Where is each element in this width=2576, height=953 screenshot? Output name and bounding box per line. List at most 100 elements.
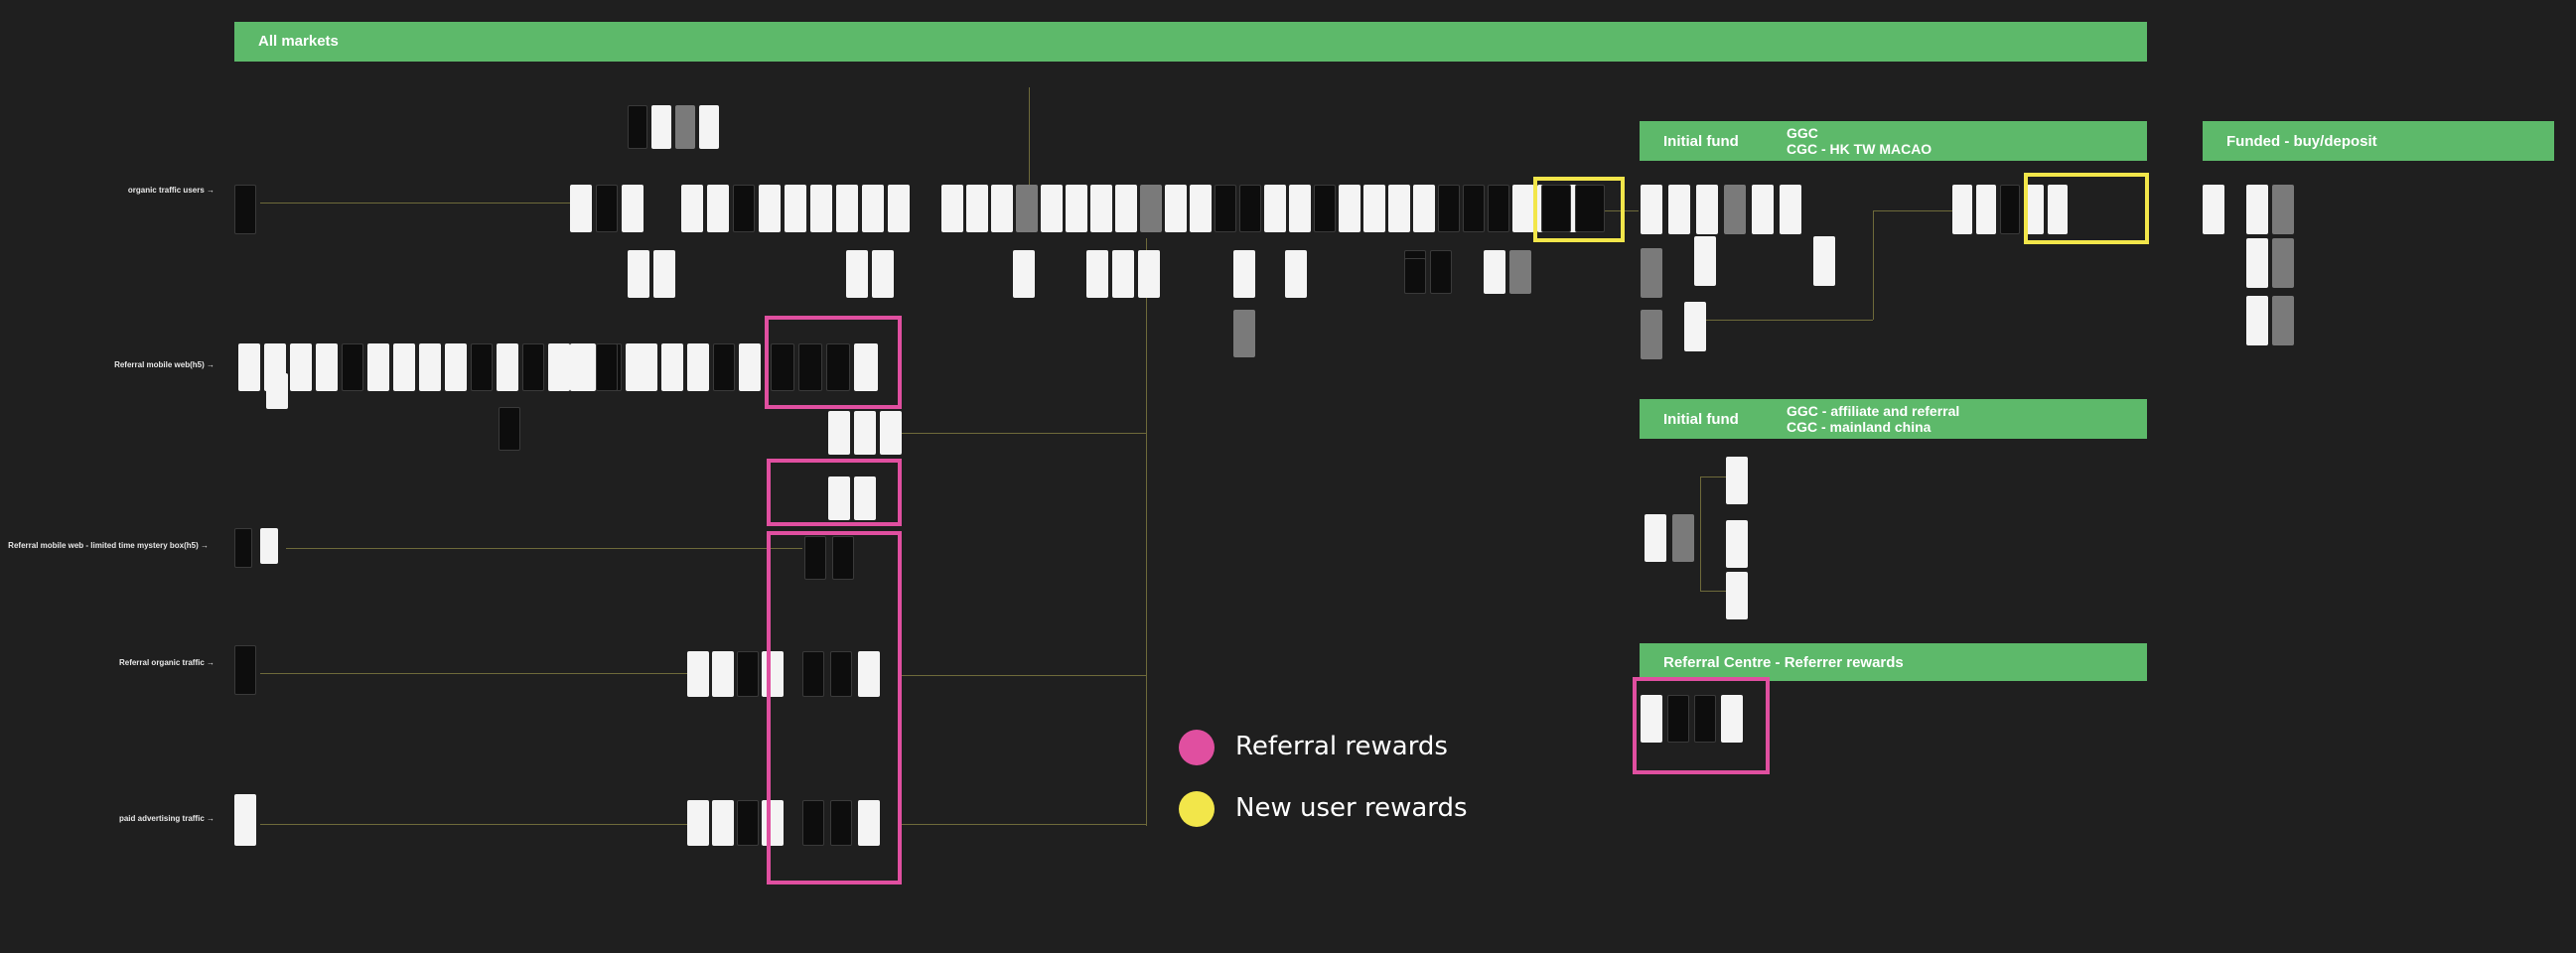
flow-screen-thumbnail [2246,185,2268,234]
flow-screen-thumbnail [991,185,1013,232]
banner-all-markets: All markets [234,22,2147,62]
flow-screen-thumbnail [2246,296,2268,345]
flow-screen-thumbnail [570,343,592,391]
flow-screen-thumbnail [828,476,850,520]
row-label-referral-web: Referral mobile web(h5) → [114,360,215,369]
flow-screen-thumbnail [1726,520,1748,568]
flow-screen-thumbnail [367,343,389,391]
flow-screen-thumbnail [628,250,649,298]
referral-reward-frame [767,459,902,526]
flow-screen-thumbnail [419,343,441,391]
flow-screen-thumbnail [1233,310,1255,357]
connector-line [902,824,1146,825]
connector-line [1700,591,1730,592]
referral-reward-frame [765,316,902,409]
flow-screen-thumbnail [1066,185,1087,232]
new-user-rewards-dot [1179,791,1215,827]
flow-screen-thumbnail [1016,185,1038,232]
flow-screen-thumbnail [1541,185,1571,232]
connector-line [1700,476,1730,477]
flow-screen-thumbnail [1952,185,1972,234]
referral-reward-frame [767,531,902,885]
flow-screen-thumbnail [1289,185,1311,232]
flow-screen-thumbnail [1112,250,1134,298]
flow-screen-thumbnail [802,651,824,697]
flow-screen-thumbnail [653,250,675,298]
flow-screen-thumbnail [1667,695,1689,743]
flow-screen-thumbnail [2272,185,2294,234]
flow-screen-thumbnail [570,185,592,232]
flow-screen-thumbnail [830,800,852,846]
referral-rewards-dot [1179,730,1215,765]
flow-screen-thumbnail [1463,185,1485,232]
flow-screen-thumbnail [342,343,363,391]
row-label-referral-organic: Referral organic traffic → [118,658,215,667]
flow-screen-thumbnail [393,343,415,391]
flow-screen-thumbnail [771,343,794,391]
flow-screen-thumbnail [234,185,256,234]
flow-screen-thumbnail [1575,185,1605,232]
flow-screen-thumbnail [1264,185,1286,232]
row-label-paid-ads: paid advertising traffic → [118,814,215,823]
row-label-mystery-box: Referral mobile web - limited time myste… [8,541,209,550]
flow-screen-thumbnail [854,411,876,455]
flow-screen-thumbnail [1668,185,1690,234]
flow-screen-thumbnail [548,343,570,391]
flow-screen-thumbnail [497,343,518,391]
flow-screen-thumbnail [2246,238,2268,288]
flow-screen-thumbnail [1512,185,1534,232]
flow-screen-thumbnail [596,343,618,391]
new-user-rewards-label: New user rewards [1235,793,1468,823]
flow-screen-thumbnail [699,105,719,149]
flow-screen-thumbnail [681,185,703,232]
flow-screen-thumbnail [522,343,544,391]
flow-screen-thumbnail [1721,695,1743,743]
flow-screen-thumbnail [2048,185,2068,234]
connector-line [902,675,1146,676]
flow-screen-thumbnail [1641,185,1662,234]
connector-line [1146,238,1147,826]
connector-line [1873,210,1874,320]
flow-screen-thumbnail [854,476,876,520]
flow-screen-thumbnail [785,185,806,232]
connector-line [1688,320,1873,321]
flow-screen-thumbnail [858,651,880,697]
flow-screen-thumbnail [1724,185,1746,234]
flow-screen-thumbnail [238,343,260,391]
flow-screen-thumbnail [854,343,878,391]
flow-screen-thumbnail [1430,250,1452,294]
flow-screen-thumbnail [802,800,824,846]
flow-screen-thumbnail [499,407,520,451]
flow-screen-thumbnail [1641,695,1662,743]
flow-screen-thumbnail [862,185,884,232]
flow-screen-thumbnail [2000,185,2020,234]
banner-subtitle: GGC CGC - HK TW MACAO [1787,125,1932,157]
flow-screen-thumbnail [1190,185,1212,232]
flow-screen-thumbnail [234,794,256,846]
flow-screen-thumbnail [1285,250,1307,298]
flow-screen-thumbnail [1339,185,1360,232]
flow-screen-thumbnail [1488,185,1509,232]
connector-line [260,824,687,825]
flow-screen-thumbnail [1484,250,1505,294]
flow-screen-thumbnail [1726,457,1748,504]
flow-screen-thumbnail [1413,185,1435,232]
banner-title: All markets [258,33,339,50]
flow-screen-thumbnail [1404,258,1426,294]
new-user-reward-frame [1533,177,1625,242]
flow-screen-thumbnail [260,528,278,564]
flow-screen-thumbnail [712,800,734,846]
banner-title: Initial fund [1663,411,1739,428]
flow-screen-thumbnail [1641,248,1662,298]
flow-screen-thumbnail [628,105,647,149]
referral-reward-frame [1633,677,1770,774]
flow-screen-thumbnail [707,185,729,232]
banner-title: Initial fund [1663,133,1739,150]
flow-screen-thumbnail [1684,302,1706,351]
flow-screen-thumbnail [1215,185,1236,232]
flow-screen-thumbnail [266,373,288,409]
flow-screen-thumbnail [1086,250,1108,298]
flow-screen-thumbnail [798,343,822,391]
flow-screen-thumbnail [1694,236,1716,286]
flow-screen-thumbnail [1388,185,1410,232]
